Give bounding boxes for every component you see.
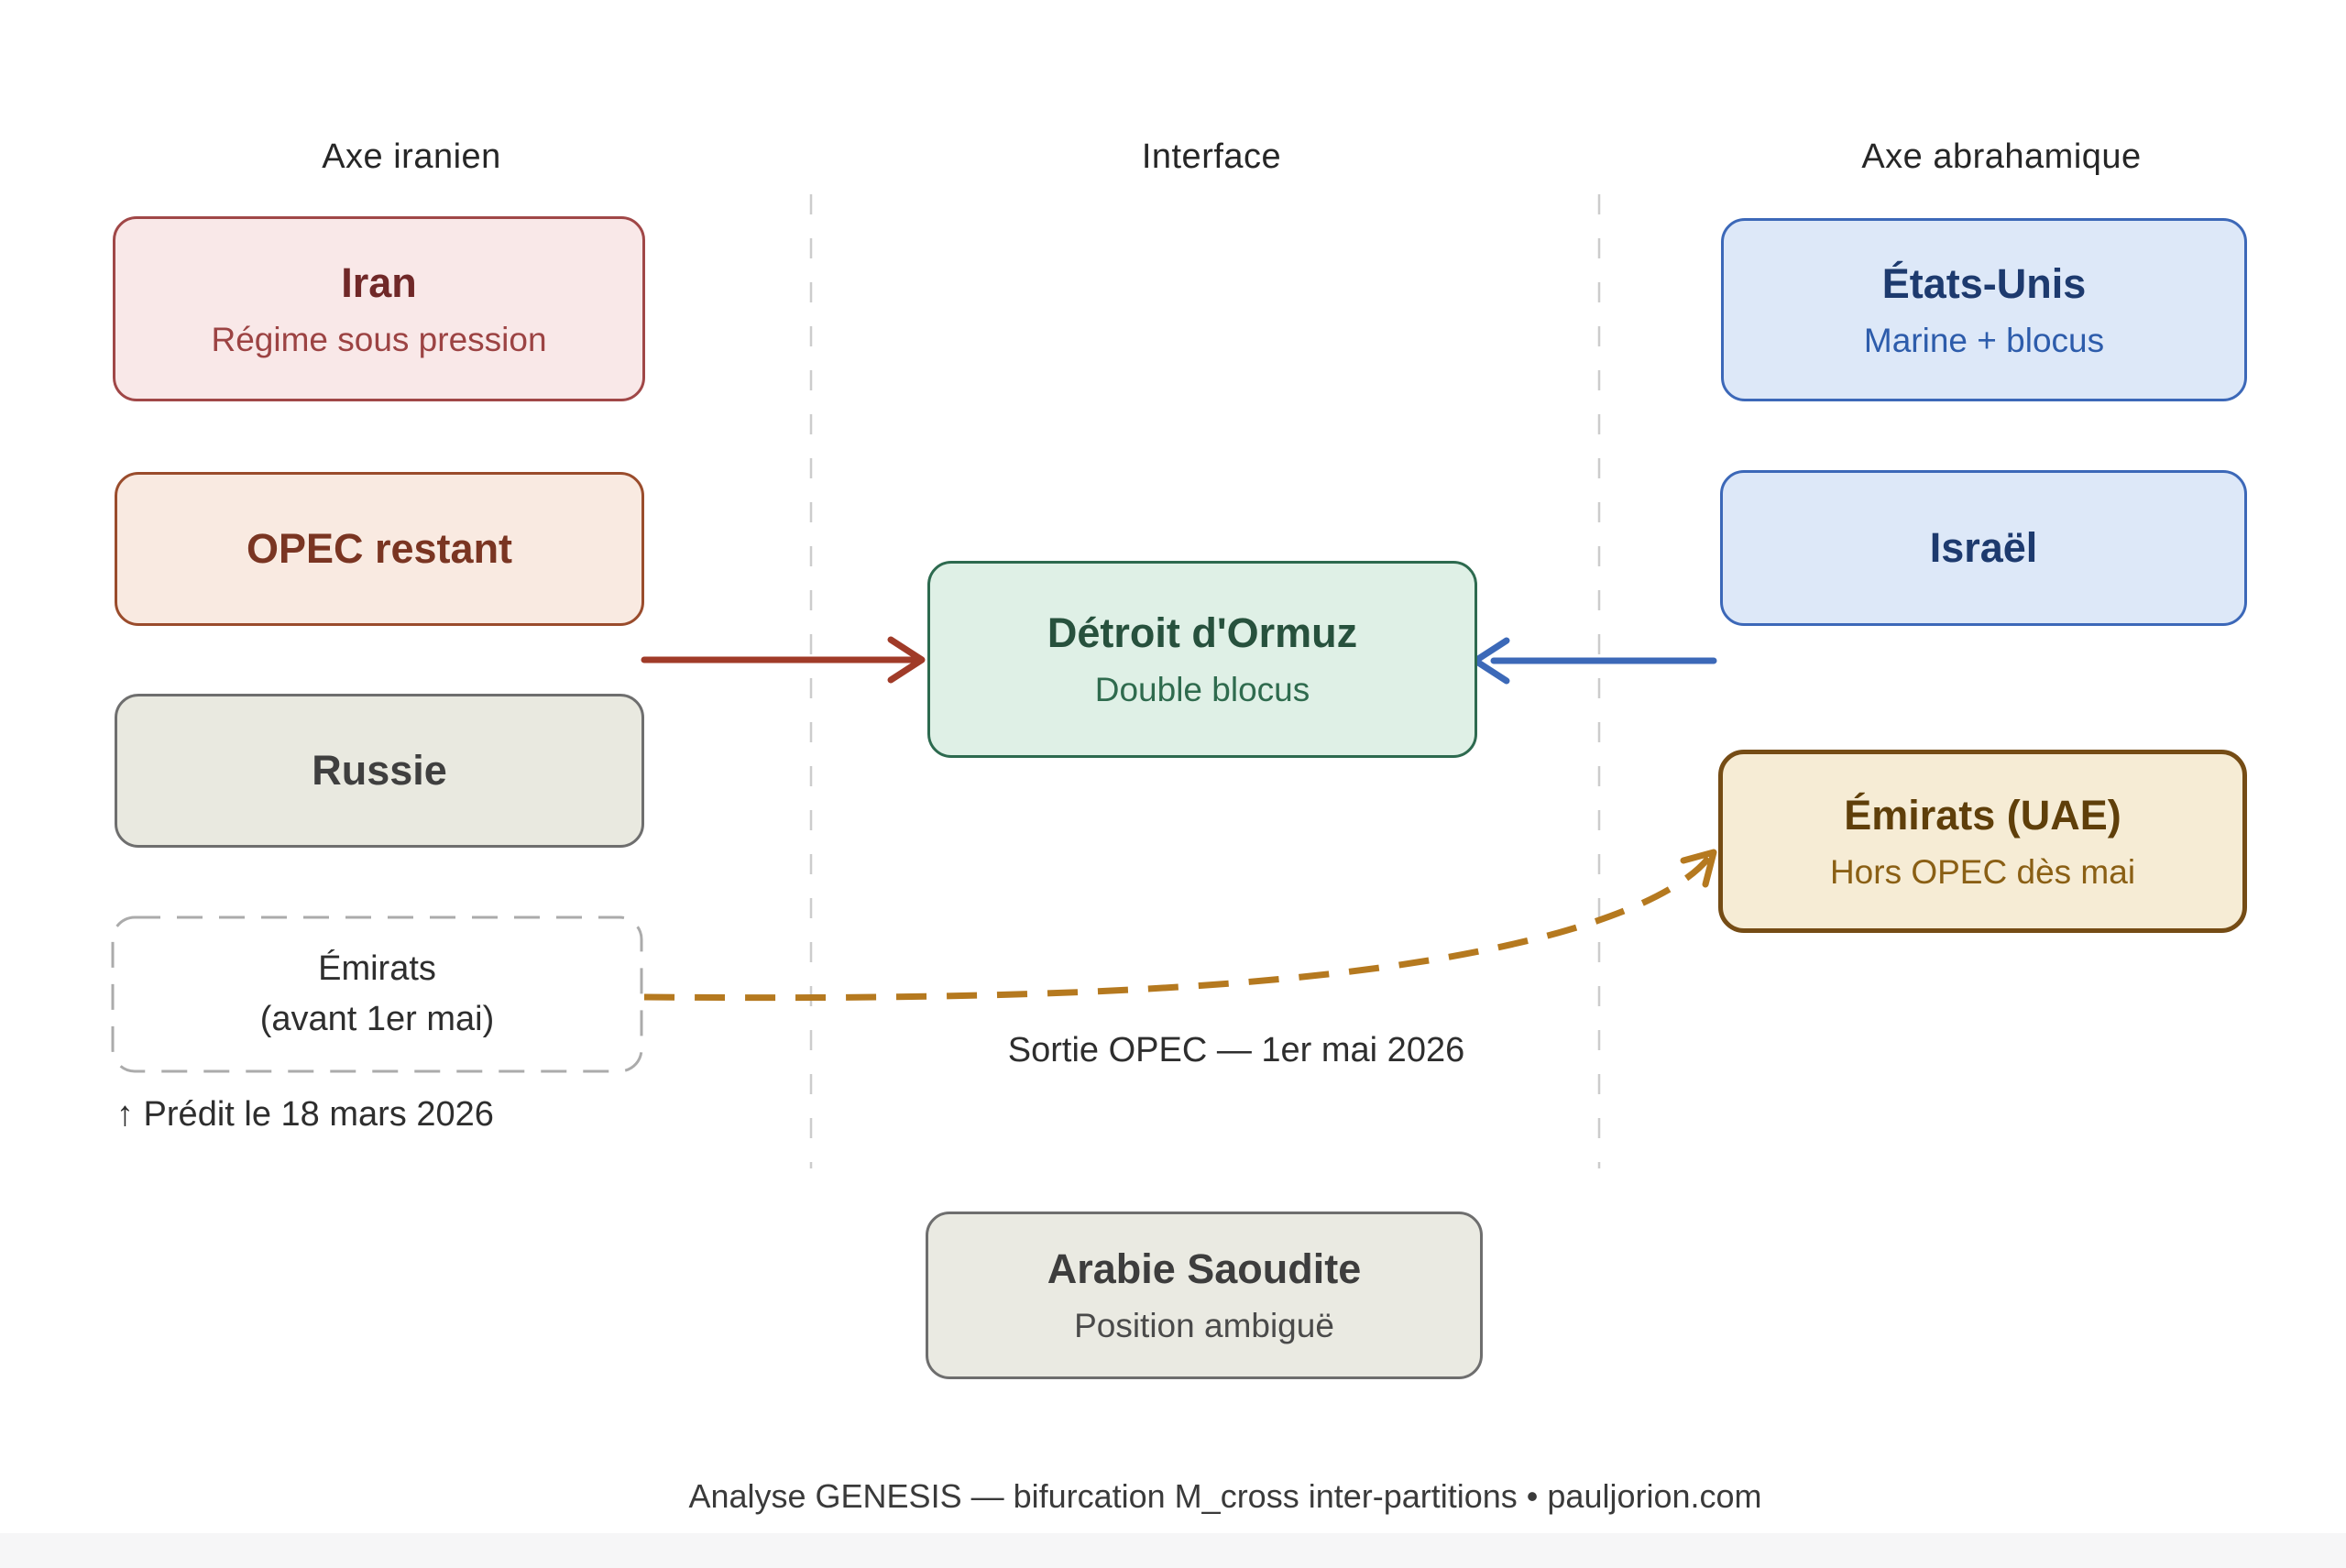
- opec-exit-label: Sortie OPEC — 1er mai 2026: [1007, 1031, 1465, 1069]
- node-emirates-before-line1: Émirats: [318, 948, 436, 988]
- bottom-edge-strip: [0, 1533, 2346, 1568]
- node-us-title: États-Unis: [1881, 259, 2087, 307]
- node-israel-title: Israël: [1929, 524, 2038, 572]
- node-russia: Russie: [115, 694, 644, 848]
- node-emirates-before-line2: (avant 1er mai): [259, 1000, 495, 1038]
- node-iran: Iran Régime sous pression: [113, 216, 645, 401]
- node-uae-title: Émirats (UAE): [1844, 791, 2121, 839]
- node-emirates-uae: Émirats (UAE) Hors OPEC dès mai: [1718, 750, 2247, 933]
- prediction-note: ↑ Prédit le 18 mars 2026: [116, 1095, 494, 1134]
- node-saudi-arabia: Arabie Saoudite Position ambiguë: [926, 1212, 1483, 1379]
- node-strait-of-hormuz: Détroit d'Ormuz Double blocus: [927, 561, 1477, 758]
- node-united-states: États-Unis Marine + blocus: [1721, 218, 2247, 401]
- node-saudi-subtitle: Position ambiguë: [1074, 1307, 1334, 1345]
- node-opec-remaining: OPEC restant: [115, 472, 644, 626]
- column-header-interface: Interface: [1141, 137, 1282, 176]
- node-iran-subtitle: Régime sous pression: [211, 320, 547, 358]
- node-hormuz-title: Détroit d'Ormuz: [1047, 609, 1358, 657]
- node-saudi-title: Arabie Saoudite: [1047, 1245, 1362, 1293]
- iranian-axis-arrow-icon: [641, 636, 926, 684]
- node-russia-title: Russie: [312, 747, 447, 795]
- node-iran-title: Iran: [341, 258, 417, 306]
- column-header-iranian-axis: Axe iranien: [322, 137, 501, 176]
- node-hormuz-subtitle: Double blocus: [1094, 671, 1310, 709]
- node-uae-subtitle: Hors OPEC dès mai: [1829, 852, 2136, 891]
- node-israel: Israël: [1720, 470, 2247, 626]
- node-us-subtitle: Marine + blocus: [1863, 321, 2105, 359]
- abrahamic-axis-arrow-icon: [1472, 637, 1717, 685]
- uae-opec-exit-arrow-icon: [643, 849, 1717, 1002]
- column-header-abrahamic-axis: Axe abrahamique: [1861, 137, 2142, 176]
- footer-caption: Analyse GENESIS — bifurcation M_cross in…: [688, 1477, 1762, 1515]
- node-opec-remaining-title: OPEC restant: [246, 525, 513, 573]
- node-emirates-before-may: Émirats (avant 1er mai): [113, 917, 641, 1071]
